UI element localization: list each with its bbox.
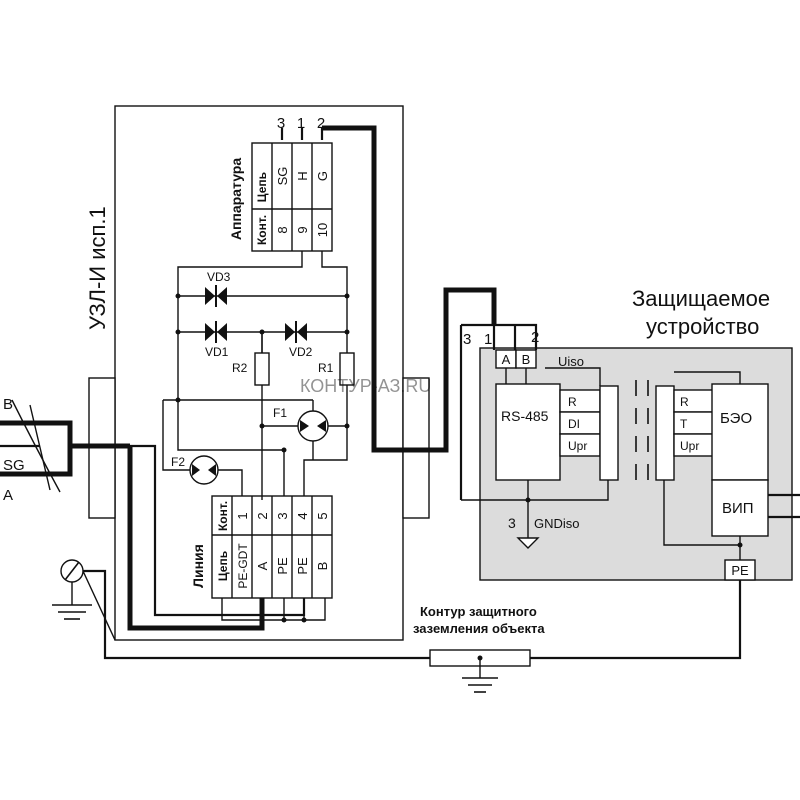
vd2-label: VD2 bbox=[289, 345, 313, 359]
apparatus-terminal-block: Цепь SG H G Конт. 8 9 10 Аппаратура 3 1 … bbox=[228, 115, 333, 252]
apparatus-pin-2: 2 bbox=[317, 115, 325, 132]
beo-pin-upr: Upr bbox=[680, 439, 699, 453]
line-circuit-b: B bbox=[315, 562, 330, 571]
apparatus-contact-10: 10 bbox=[315, 223, 330, 237]
apparatus-header-contact: Конт. bbox=[255, 215, 269, 245]
device-pin-3: 3 bbox=[463, 331, 471, 348]
line-label: Линия bbox=[190, 544, 206, 588]
rs485-label: RS-485 bbox=[501, 408, 549, 424]
vip-label: ВИП bbox=[722, 500, 754, 517]
device-uiso-label: Uiso bbox=[558, 354, 584, 369]
vd2-tvs-diode-icon: VD2 bbox=[285, 321, 313, 359]
ground-label-line1: Контур защитного bbox=[420, 604, 537, 619]
line-header-circuit: Цепь bbox=[216, 551, 230, 581]
module-title: УЗЛ-И исп.1 bbox=[85, 206, 110, 330]
beo-pin-r: R bbox=[680, 395, 689, 409]
apparatus-contact-8: 8 bbox=[275, 226, 290, 233]
r2-resistor-icon: R2 bbox=[232, 352, 270, 386]
protective-ground-loop: Контур защитного заземления объекта bbox=[413, 580, 742, 693]
rs485-pin-di: DI bbox=[568, 417, 580, 431]
gnd-iso-label: GNDiso bbox=[534, 516, 580, 531]
vip-block bbox=[711, 479, 769, 537]
line-circuit-a: A bbox=[255, 561, 270, 570]
line-circuit-pe-3: PE bbox=[275, 557, 290, 575]
line-contact-2: 2 bbox=[255, 512, 270, 519]
vd3-label: VD3 bbox=[207, 270, 231, 284]
line-circuit-pe-4: PE bbox=[295, 557, 310, 575]
beo-label: БЭО bbox=[720, 410, 752, 427]
device-b-label: B bbox=[522, 352, 531, 367]
f2-gas-arrester-icon: F2 bbox=[171, 455, 219, 485]
apparatus-header-circuit: Цепь bbox=[255, 172, 269, 202]
device-title-line1: Защищаемое bbox=[632, 286, 770, 311]
gnd-iso-icon bbox=[516, 537, 540, 549]
incoming-cable: B SG A bbox=[0, 396, 306, 631]
f1-label: F1 bbox=[273, 406, 287, 420]
line-contact-4: 4 bbox=[295, 512, 310, 519]
r1-resistor-icon: R1 bbox=[318, 352, 355, 386]
watermark: КОНТУР-АЗ.RU bbox=[300, 376, 431, 396]
device-pin-1: 1 bbox=[484, 331, 492, 348]
gnd-pin-3: 3 bbox=[508, 515, 516, 531]
vd1-label: VD1 bbox=[205, 345, 229, 359]
beo-pin-t: T bbox=[680, 417, 688, 431]
apparatus-circuit-h: H bbox=[295, 171, 310, 180]
apparatus-label: Аппаратура bbox=[228, 158, 244, 241]
device-link-cable bbox=[280, 125, 497, 500]
line-circuit-pe-gdt: PE-GDT bbox=[236, 543, 250, 589]
apparatus-circuit-g: G bbox=[315, 171, 330, 181]
cable-sg-label: SG bbox=[3, 457, 25, 474]
line-contact-5: 5 bbox=[315, 512, 330, 519]
line-contact-3: 3 bbox=[275, 512, 290, 519]
cable-a-label: A bbox=[3, 487, 13, 504]
device-a-label: A bbox=[502, 352, 511, 367]
beo-block bbox=[711, 383, 769, 481]
apparatus-circuit-sg: SG bbox=[275, 167, 290, 186]
rs485-block bbox=[495, 383, 561, 481]
line-terminal-block: Конт. 1 2 3 4 5 Цепь PE-GDT A PE PE B Ли… bbox=[190, 495, 333, 599]
r1-label: R1 bbox=[318, 361, 334, 375]
protected-device: Защищаемое устройство 3 1 2 A B Uiso RS-… bbox=[461, 286, 800, 581]
apparatus-pin-1: 1 bbox=[297, 115, 305, 132]
f2-label: F2 bbox=[171, 455, 185, 469]
r2-label: R2 bbox=[232, 361, 248, 375]
shield-ground-connection bbox=[52, 559, 430, 660]
line-header-contact: Конт. bbox=[216, 501, 230, 531]
device-pin-2: 2 bbox=[531, 329, 539, 346]
rs485-pin-r: R bbox=[568, 395, 577, 409]
protection-module: УЗЛ-И исп.1 Цепь SG H G Конт. 8 9 10 Апп… bbox=[85, 105, 430, 641]
vd1-tvs-diode-icon: VD1 bbox=[205, 321, 229, 359]
ground-label-line2: заземления объекта bbox=[413, 621, 545, 636]
device-title-line2: устройство bbox=[646, 314, 759, 339]
line-contact-1: 1 bbox=[235, 512, 250, 519]
rs485-pin-upr: Upr bbox=[568, 439, 587, 453]
vd3-tvs-diode-icon: VD3 bbox=[205, 270, 231, 307]
f1-gas-arrester-icon: F1 bbox=[273, 406, 329, 442]
apparatus-contact-9: 9 bbox=[295, 226, 310, 233]
device-pe-label: PE bbox=[731, 563, 749, 578]
apparatus-pin-3: 3 bbox=[277, 115, 285, 132]
module-internal-wiring bbox=[162, 251, 350, 623]
cable-b-label: B bbox=[3, 396, 13, 413]
